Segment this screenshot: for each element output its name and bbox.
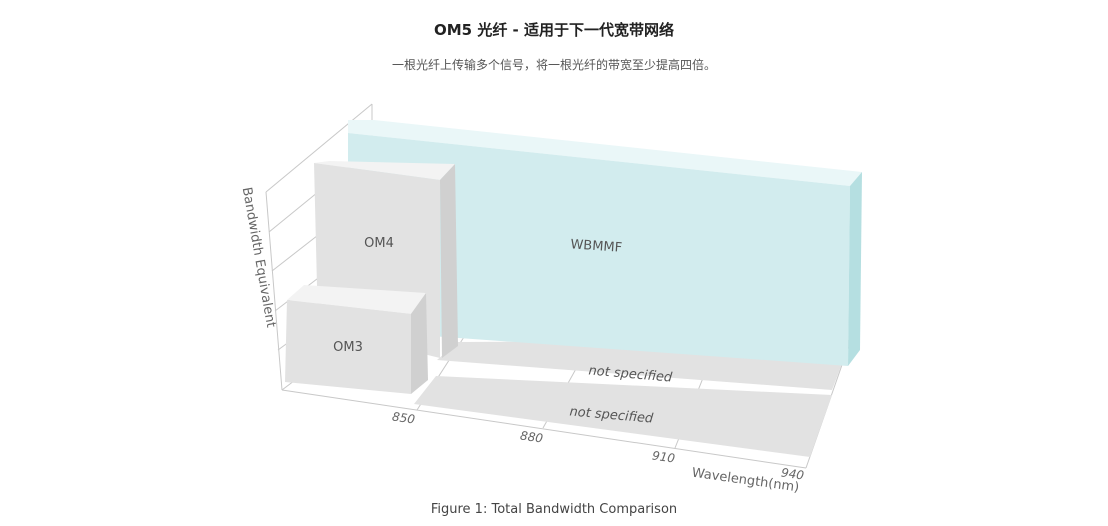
bar-om4-top [314, 161, 455, 180]
bar-label-wbmmf: WBMMF [570, 237, 623, 256]
chart-title: OM5 光纤 - 适用于下一代宽带网络 [433, 21, 674, 39]
bar-wbmmf[interactable] [348, 120, 862, 366]
floor-front-edge [281, 389, 807, 469]
x-tick-label: 910 [651, 449, 676, 466]
bar-om3-side [411, 293, 428, 394]
figure-caption: Figure 1: Total Bandwidth Comparison [430, 502, 678, 517]
bar-wbmmf-side [848, 172, 862, 366]
bar-om4-side [440, 164, 458, 358]
x-tick-label: 880 [519, 429, 544, 446]
not-specified-label-om3: not specified [569, 404, 655, 426]
side-wall-left-edge [265, 191, 283, 391]
not-specified-strip-om3 [414, 376, 832, 457]
y-axis-title: Bandwidth Equivalent [239, 186, 278, 329]
not-specified-label-om4: not specified [588, 363, 674, 385]
bar-om3-front [285, 300, 411, 394]
bar-label-om3: OM3 [333, 340, 363, 355]
chart-subtitle: 一根光纤上传输多个信号，将一根光纤的带宽至少提高四倍。 [391, 58, 716, 72]
bar-wbmmf-top [348, 120, 862, 186]
bar-wbmmf-front [348, 133, 850, 366]
side-wall-top-edge [265, 103, 373, 193]
x-tick-label: 850 [391, 410, 416, 427]
bar-om3-top [287, 285, 426, 314]
bar-om3[interactable] [285, 285, 428, 394]
x-tick-label: 940 [780, 466, 805, 483]
bar-label-om4: OM4 [364, 236, 394, 251]
